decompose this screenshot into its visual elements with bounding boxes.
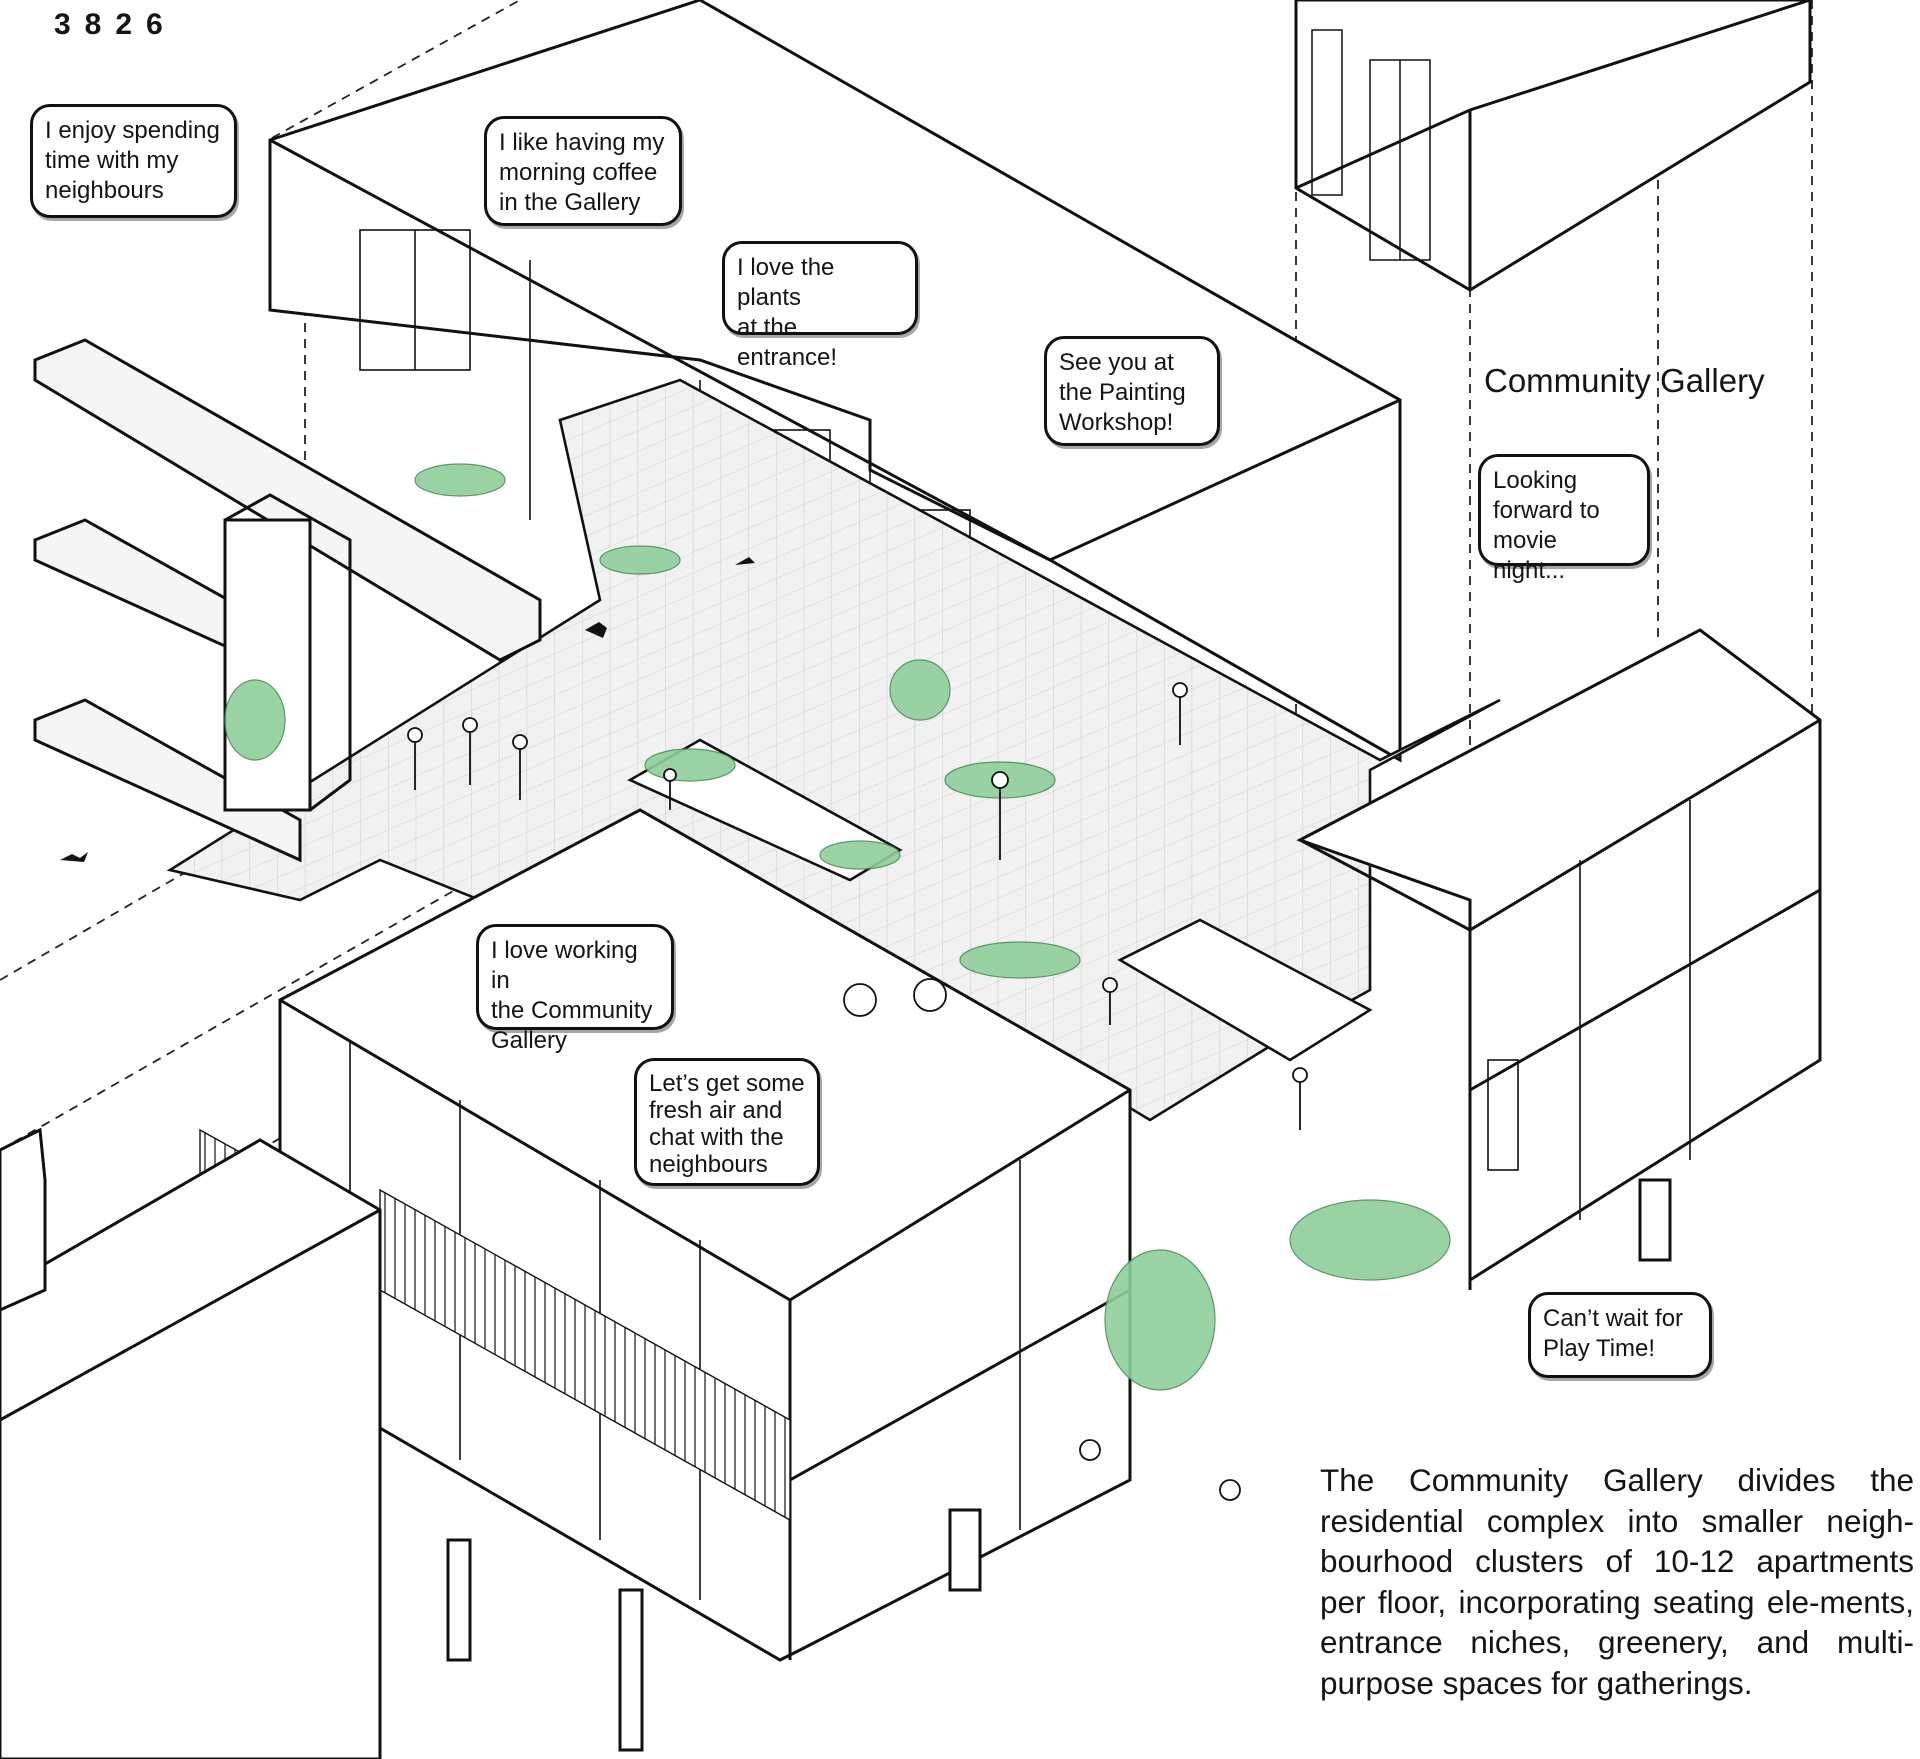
lower-left-block [0,1127,382,1759]
greenery [224,463,1451,1391]
bird-icons [60,557,755,862]
speech-bubble-plants: I love the plants at the entrance! [722,241,918,371]
right-block [1296,628,1822,1290]
speech-bubble-fresh-air: Let’s get some fresh air and chat with t… [634,1058,820,1186]
project-number: 3826 [54,8,177,41]
speech-bubble-painting-workshop: See you at the Painting Workshop! [1044,336,1220,446]
description-caption: The Community Gallery divides the reside… [1320,1462,1914,1701]
people-figures [407,682,1308,1501]
upper-right-block [1294,0,1812,292]
speech-bubble-neighbours: I enjoy spending time with my neighbours [30,104,237,218]
speech-bubble-coffee: I like having my morning coffee in the G… [484,116,682,226]
community-gallery-label: Community Gallery [1484,362,1765,399]
speech-bubble-movie-night: Looking forward to movie night... [1478,454,1650,584]
speech-bubble-working: I love working in the Community Gallery [476,924,674,1054]
left-balconies [33,338,542,863]
speech-bubble-play-time: Can’t wait for Play Time! [1528,1292,1712,1378]
